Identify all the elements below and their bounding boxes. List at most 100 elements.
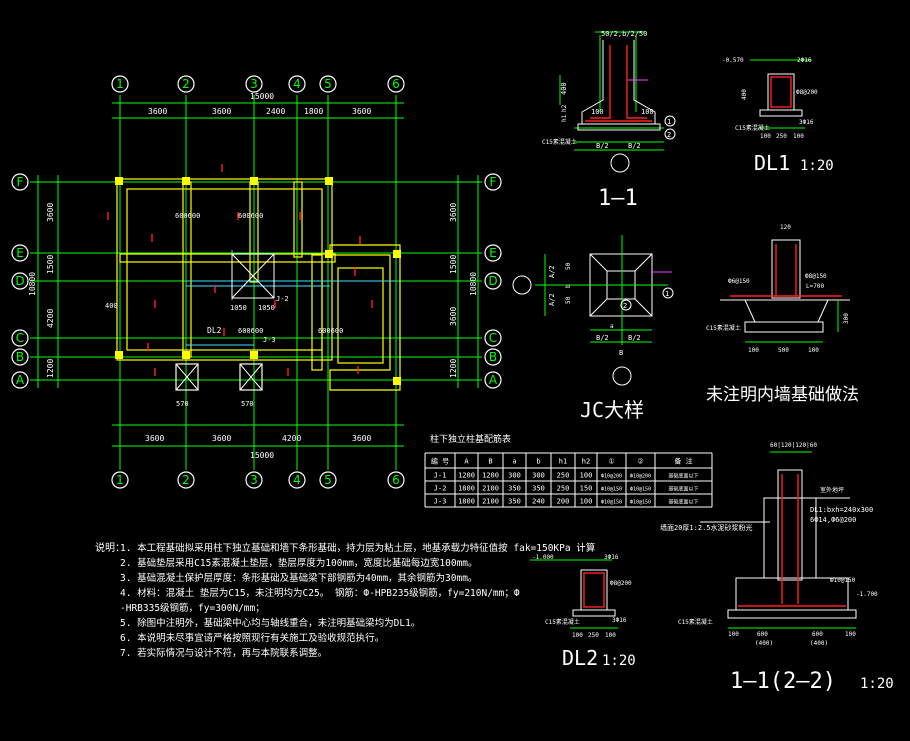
axis-bubble-right-2: D (488, 274, 497, 288)
axis-bubble-bottom-3: 4 (293, 473, 301, 487)
jc-mark-2: 2 (623, 302, 627, 310)
dim-top-3: 2400 (266, 107, 285, 116)
dim-bottom-3: 4200 (282, 434, 301, 443)
axis-bubble-bottom-0: 1 (116, 473, 124, 487)
axis-bubble-circle (111, 75, 129, 93)
table-cell: 1800 (458, 485, 475, 493)
sec11-400: 400 (560, 82, 568, 95)
sec11-100a: 100 (591, 108, 604, 116)
plan-j3-label: J-3 (263, 336, 276, 344)
dim-top-1: 3600 (148, 107, 167, 116)
sec11-c15: C15素混凝土 (542, 138, 577, 146)
inner-c15: C15素混凝土 (706, 324, 741, 332)
dl2-stirrup: Ф8@200 (610, 580, 632, 587)
table-cell: 300 (532, 472, 545, 480)
axis-bubble-top-3: 4 (293, 77, 301, 91)
axis-bubble-circle (319, 471, 337, 489)
sec11-mark-1: 1 (667, 118, 671, 126)
axis-bubble-right-3: C (489, 331, 497, 345)
table-cell: 基础底面以下 (668, 499, 698, 506)
plan-col-dim-c: 600600 (238, 327, 263, 335)
dl1-250: 250 (776, 133, 787, 140)
table-title: 柱下独立柱基配筋表 (430, 433, 511, 445)
sec22-c15: C15素混凝土 (678, 618, 713, 626)
sec22-plaster: 墙面20厚1:2.5水泥砂浆粉光 (660, 523, 753, 532)
dl2-100b: 100 (605, 632, 616, 639)
axis-bubble-circle (177, 471, 195, 489)
axis-bubble-circle (111, 471, 129, 489)
table-cell: 350 (508, 498, 521, 506)
table-cell: 150 (580, 485, 593, 493)
inner-100b: 100 (808, 347, 819, 354)
dl2-scale: 1:20 (602, 653, 636, 669)
jc-mark-1: 1 (665, 290, 669, 298)
sec22-100a: 100 (728, 631, 739, 638)
plan-dl2-label: DL2 (207, 326, 222, 335)
dl1-c15: C15素混凝土 (735, 124, 770, 132)
table-cell: Ф10@150 (601, 500, 622, 506)
axis-bubble-top-1: 2 (182, 77, 190, 91)
sec22-100b: 100 (845, 631, 856, 638)
dim-left-2: 1500 (46, 255, 55, 274)
inner-500: 500 (778, 347, 789, 354)
axis-bubble-circle (387, 75, 405, 93)
table-cell: J-1 (434, 472, 447, 480)
dl1-elev: -0.570 (722, 57, 744, 64)
plan-col-dim-d: 600600 (318, 327, 343, 335)
axis-bubble-circle (11, 371, 29, 389)
table-cell: Ф10@150 (630, 500, 651, 506)
dim-top-4: 1800 (304, 107, 323, 116)
plan-col-dim-i: 570 (241, 400, 254, 408)
axis-bubble-circle (245, 75, 263, 93)
table-cell: J-3 (434, 498, 447, 506)
jc-b2b: B/2 (628, 334, 641, 342)
axis-bubble-circle (484, 173, 502, 191)
table-header: B (488, 458, 492, 466)
table-cell: 250 (557, 472, 570, 480)
table-cell: 350 (532, 485, 545, 493)
detail-inner-wall: 120 Ф6@150 Ф8@150 L=700 C15素混凝土 100 500 … (706, 224, 859, 405)
dim-bottom-4: 3600 (352, 434, 371, 443)
dl1-top-bar: 2Ф16 (797, 57, 812, 64)
dim-left-3: 4200 (46, 309, 55, 328)
dl1-title: DL1 (754, 151, 790, 175)
dl2-title: DL2 (562, 646, 598, 670)
axis-bubble-circle (288, 75, 306, 93)
sec22-600a: 600 (757, 631, 768, 638)
jc-50a: 50 (565, 262, 572, 270)
note-line: 2. 基础垫层采用C15素混凝土垫层，垫层厚度为100mm，宽度比基础每边宽10… (120, 557, 478, 569)
axis-bubble-left-2: D (15, 274, 24, 288)
sec22-top-dim: 60|120|120|60 (770, 442, 817, 449)
table-cell: Ф10@200 (630, 474, 651, 480)
table-cell: 2100 (482, 485, 499, 493)
axis-bubble-top-4: 5 (324, 77, 332, 91)
dim-top-5: 3600 (352, 107, 371, 116)
table-cell: 2100 (482, 498, 499, 506)
detail-jc: A/2 A/2 50 b a 50 B/2 B/2 B 1 2 JC大样 (512, 235, 674, 422)
dl1-bot-bar: 3Ф16 (799, 119, 814, 126)
jc-bb: B (619, 349, 623, 357)
dl2-bot-bar: 3Ф16 (612, 617, 627, 624)
table-cell: 350 (508, 485, 521, 493)
inner-300: 300 (843, 313, 850, 324)
plan-col-dim-a: 600600 (175, 212, 200, 220)
note-line: 3. 基础混凝土保护层厚度：条形基础及基础梁下部钢筋为40mm，其余钢筋为30m… (120, 572, 477, 584)
axis-bubble-top-0: 1 (116, 77, 124, 91)
detail-dl2: -1.000 3Ф16 Ф8@200 3Ф16 C15素混凝土 100 250 … (530, 554, 636, 670)
dl1-scale: 1:20 (800, 158, 834, 174)
table-cell: Ф10@150 (601, 487, 622, 493)
jc-b2a: B/2 (596, 334, 609, 342)
axis-bubble-right-0: F (490, 175, 497, 189)
inner-l700: L=700 (806, 283, 824, 290)
table-cell: Ф10@150 (630, 487, 651, 493)
sec11-b2a: B/2 (596, 142, 609, 150)
table-header: b (536, 458, 540, 466)
jc-title: JC大样 (580, 398, 644, 422)
axis-bubble-left-5: A (16, 373, 25, 387)
axis-bubble-left-4: B (16, 350, 24, 364)
sec11-top-dim: 50/2,b/2/50 (601, 30, 647, 38)
dim-right-2: 1500 (449, 255, 458, 274)
table-cell: 1800 (458, 498, 475, 506)
sec11-b2b: B/2 (628, 142, 641, 150)
